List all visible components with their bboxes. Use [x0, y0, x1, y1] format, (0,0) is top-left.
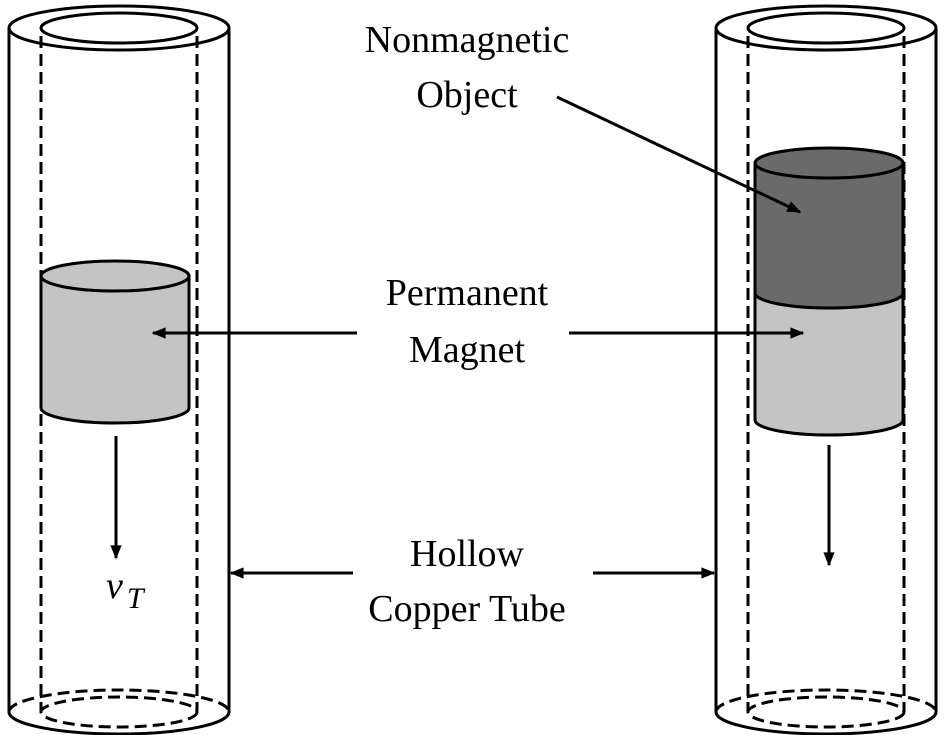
- nonmagnetic-pointer-arrow: [556, 95, 802, 214]
- nonmagnetic-label-line1: Nonmagnetic: [365, 19, 570, 61]
- magnet-label-line1: Permanent: [386, 272, 549, 314]
- left-permanent-magnet: [39, 259, 191, 425]
- magnet-label-line2: Magnet: [409, 329, 526, 371]
- nonmagnetic-label-line2: Object: [416, 74, 518, 116]
- tube-label-line2: Copper Tube: [368, 588, 565, 630]
- right-permanent-magnet: [753, 291, 905, 437]
- tube-label-line1: Hollow: [410, 533, 525, 575]
- left-copper-tube: [7, 4, 231, 735]
- nonmagnetic-object: [753, 146, 905, 310]
- right-copper-tube: [714, 4, 938, 735]
